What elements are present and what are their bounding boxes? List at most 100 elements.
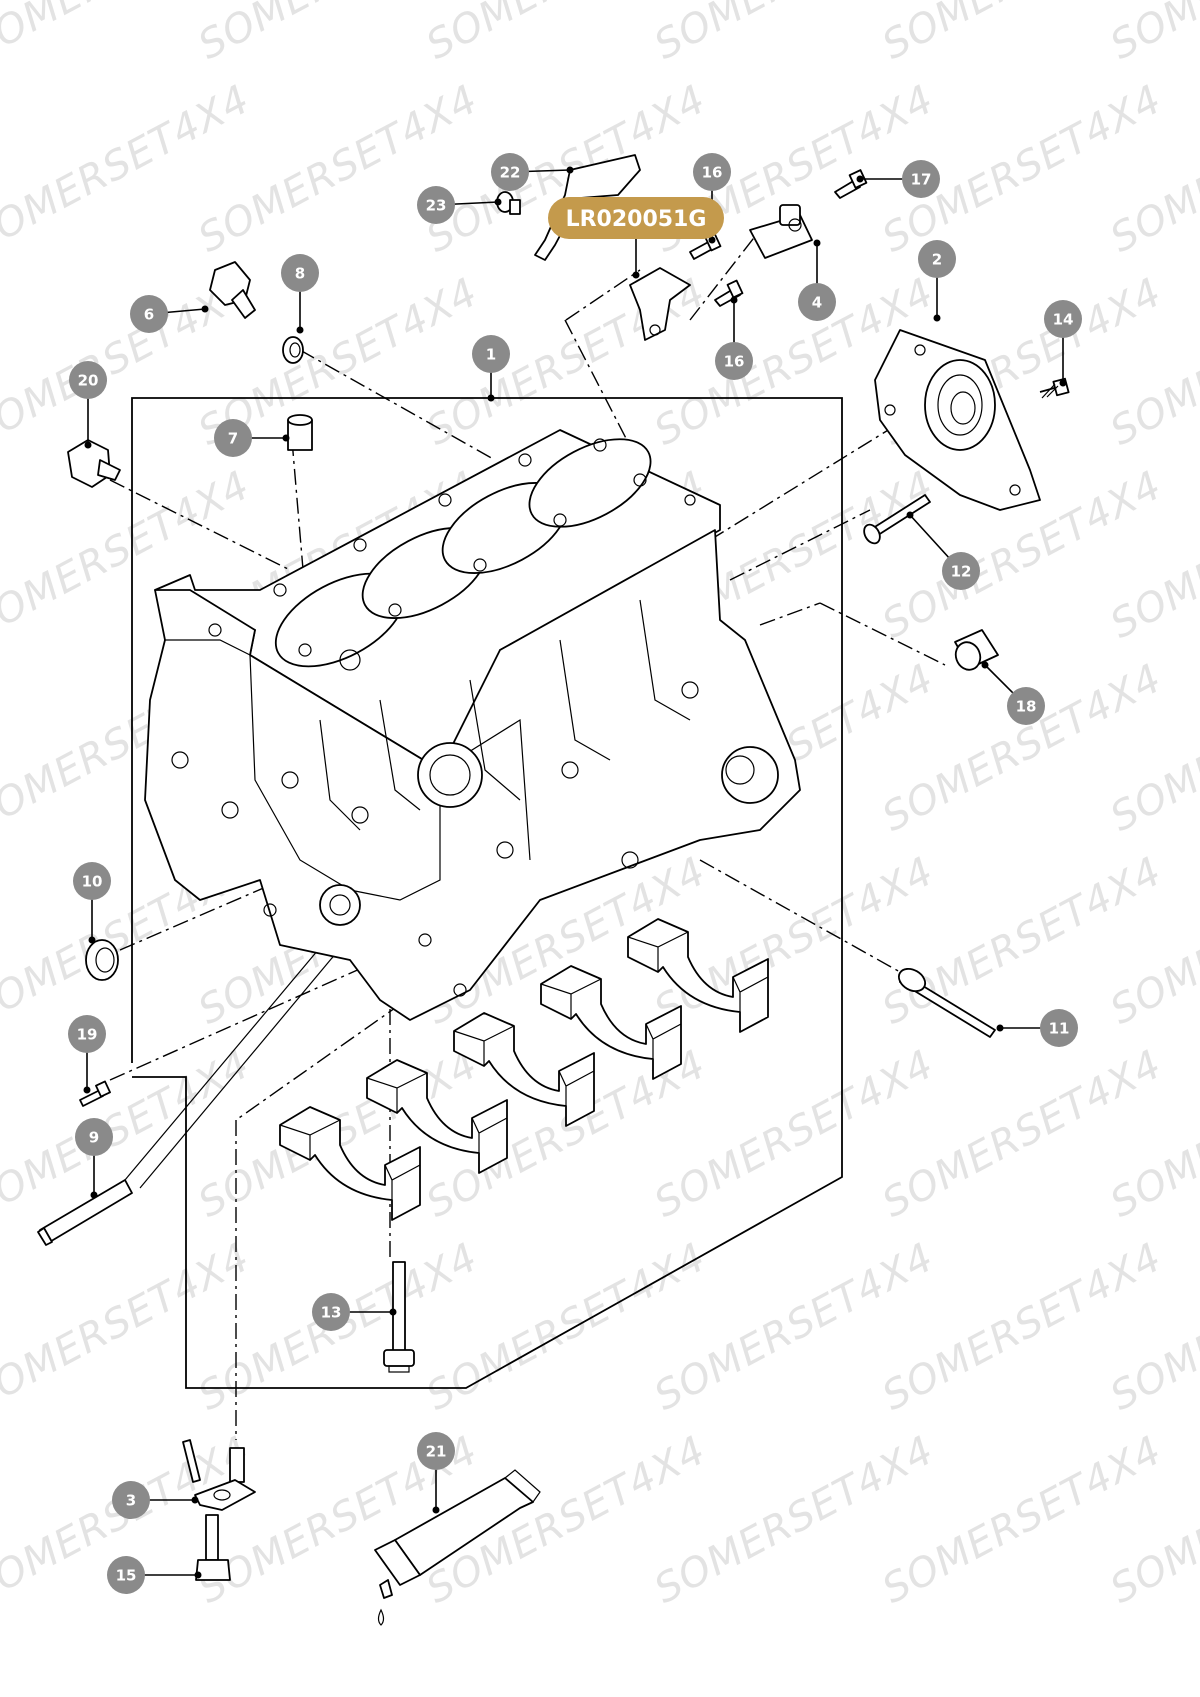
rear-oil-seal-retainer: [874, 329, 1041, 511]
callout-circle[interactable]: [942, 552, 980, 590]
leader-dot-c20: [84, 441, 92, 449]
callout-c2[interactable]: 2: [918, 240, 956, 278]
dowel-7: [287, 414, 313, 451]
callout-circle[interactable]: [693, 153, 731, 191]
callout-label[interactable]: 15: [116, 1567, 137, 1585]
callout-c15[interactable]: 15: [107, 1556, 145, 1594]
callout-c23[interactable]: 23: [417, 186, 455, 224]
callout-circle[interactable]: [715, 342, 753, 380]
callout-label[interactable]: 19: [77, 1026, 98, 1044]
callout-c16a[interactable]: 16: [693, 153, 731, 191]
bolt-17: [834, 169, 868, 199]
callout-c10[interactable]: 10: [73, 862, 111, 900]
leader-dot-c6: [201, 305, 209, 313]
callout-circle[interactable]: [417, 186, 455, 224]
callout-c21[interactable]: 21: [417, 1432, 455, 1470]
leader-dot-c13: [389, 1308, 397, 1316]
leader-dot-c8: [296, 326, 304, 334]
callout-circle[interactable]: [1007, 687, 1045, 725]
sensor-4: [749, 204, 813, 259]
callout-circle[interactable]: [491, 153, 529, 191]
callout-label[interactable]: 16: [724, 353, 745, 371]
callout-label[interactable]: 2: [932, 251, 942, 269]
callout-circle[interactable]: [281, 254, 319, 292]
callout-label[interactable]: 16: [702, 164, 723, 182]
bolt-12: [863, 494, 931, 545]
callout-label[interactable]: 9: [89, 1129, 99, 1147]
leader-dot-c7: [282, 434, 290, 442]
callout-label[interactable]: 14: [1053, 311, 1074, 329]
oil-jet-3: [182, 1439, 256, 1511]
callout-c19[interactable]: 19: [68, 1015, 106, 1053]
callout-label[interactable]: 21: [426, 1443, 447, 1461]
callout-c9[interactable]: 9: [75, 1118, 113, 1156]
bolt-16b: [714, 279, 744, 307]
callout-label[interactable]: 13: [321, 1304, 342, 1322]
callout-c8[interactable]: 8: [281, 254, 319, 292]
callout-c17[interactable]: 17: [902, 160, 940, 198]
callout-label[interactable]: 20: [78, 372, 99, 390]
oil-jet-bracket: [629, 267, 691, 341]
assembly-lines: [109, 229, 946, 1440]
callout-c12[interactable]: 12: [942, 552, 980, 590]
plug-20: [67, 439, 121, 488]
callout-c1[interactable]: 1: [472, 335, 510, 373]
callout-label[interactable]: 22: [500, 164, 521, 182]
callout-c11[interactable]: 11: [1040, 1009, 1078, 1047]
callout-label[interactable]: 8: [295, 265, 305, 283]
callout-c22[interactable]: 22: [491, 153, 529, 191]
leader-dot-c17: [856, 175, 864, 183]
callout-circle[interactable]: [417, 1432, 455, 1470]
callout-circle[interactable]: [73, 862, 111, 900]
drain-plug-6: [209, 261, 256, 319]
leader-dot-c16b: [730, 296, 738, 304]
leader-dot-c14: [1059, 379, 1067, 387]
leader-dot-c22: [566, 166, 574, 174]
callout-circle[interactable]: [902, 160, 940, 198]
callout-circle[interactable]: [1044, 300, 1082, 338]
callout-label[interactable]: 1: [486, 346, 496, 364]
callout-c3[interactable]: 3: [112, 1481, 150, 1519]
part-number-text[interactable]: LR020051G: [566, 207, 707, 232]
leader-dot-c23: [494, 198, 502, 206]
callout-label[interactable]: 17: [911, 171, 932, 189]
callout-label[interactable]: 11: [1049, 1020, 1070, 1038]
main-bearing-caps: [279, 918, 769, 1221]
callout-c6[interactable]: 6: [130, 295, 168, 333]
callout-circle[interactable]: [312, 1293, 350, 1331]
callout-c13[interactable]: 13: [312, 1293, 350, 1331]
callout-circle[interactable]: [472, 335, 510, 373]
callout-circle[interactable]: [69, 361, 107, 399]
callout-circle[interactable]: [112, 1481, 150, 1519]
callout-circle[interactable]: [107, 1556, 145, 1594]
part-number-badge[interactable]: LR020051G: [548, 197, 724, 239]
callout-c4[interactable]: 4: [798, 283, 836, 321]
callout-label[interactable]: 18: [1016, 698, 1037, 716]
callout-circle[interactable]: [130, 295, 168, 333]
callout-c7[interactable]: 7: [214, 419, 252, 457]
callout-label[interactable]: 10: [82, 873, 103, 891]
leader-dot-c9: [90, 1191, 98, 1199]
callout-circle[interactable]: [798, 283, 836, 321]
callout-label[interactable]: 4: [812, 294, 822, 312]
callout-circle[interactable]: [1040, 1009, 1078, 1047]
stud-11: [897, 967, 996, 1038]
callout-c16b[interactable]: 16: [715, 342, 753, 380]
callout-circle[interactable]: [918, 240, 956, 278]
leader-dot-c11: [996, 1024, 1004, 1032]
washer-8: [282, 336, 304, 364]
callout-label[interactable]: 3: [126, 1492, 136, 1510]
callout-circle[interactable]: [214, 419, 252, 457]
leader-dot-c16a: [708, 236, 716, 244]
callout-circle[interactable]: [75, 1118, 113, 1156]
callout-c20[interactable]: 20: [69, 361, 107, 399]
seal-10: [85, 939, 119, 981]
callout-label[interactable]: 6: [144, 306, 154, 324]
callout-label[interactable]: 12: [951, 563, 972, 581]
callout-c14[interactable]: 14: [1044, 300, 1082, 338]
callout-c18[interactable]: 18: [1007, 687, 1045, 725]
callout-label[interactable]: 7: [228, 430, 238, 448]
callout-circle[interactable]: [68, 1015, 106, 1053]
callout-label[interactable]: 23: [426, 197, 447, 215]
